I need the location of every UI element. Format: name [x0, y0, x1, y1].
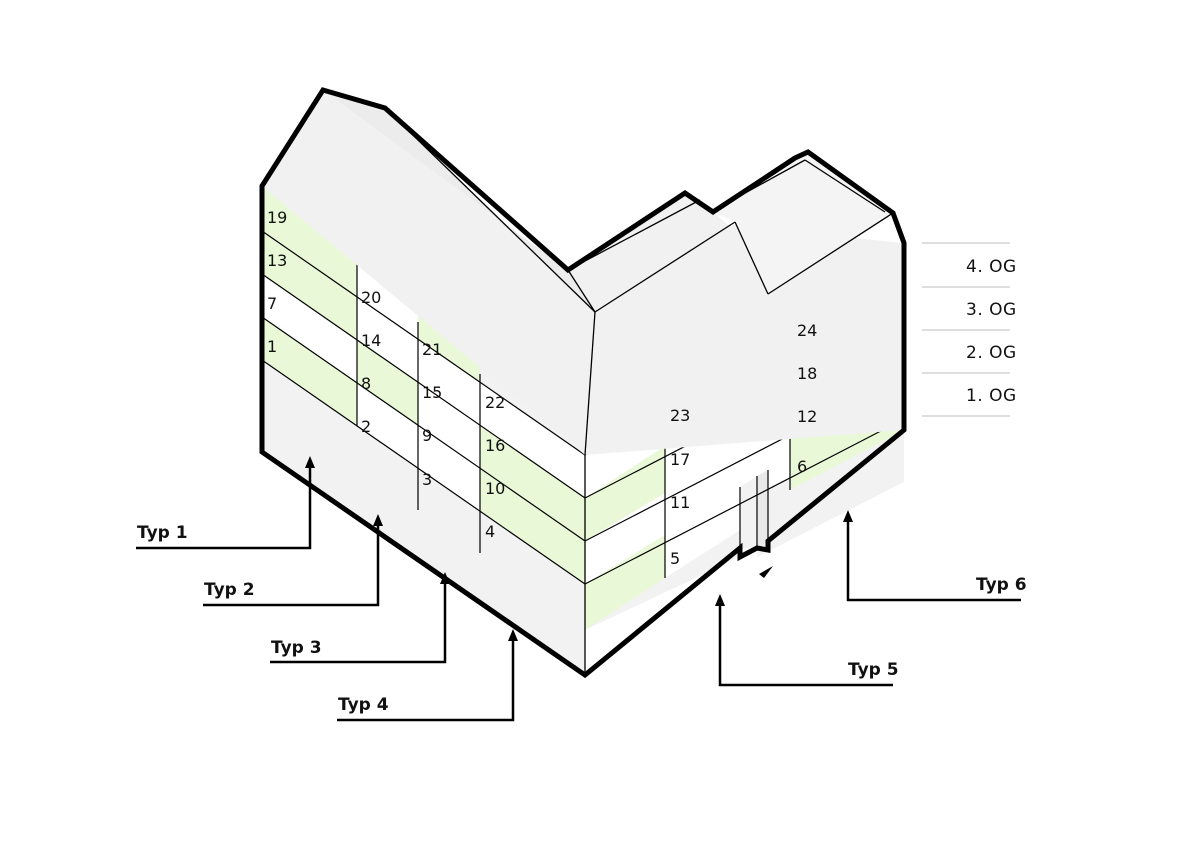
unit-label: 15: [422, 383, 442, 402]
typ-2-leader: [203, 520, 380, 607]
right-band-0og-c: [665, 487, 740, 578]
left-band-2og-a: [262, 274, 357, 383]
arrow-up-icon: [843, 510, 853, 522]
typ-3-label: Typ 3: [271, 638, 322, 658]
unit-label: 6: [797, 457, 807, 476]
typ-6-leader: [846, 516, 1021, 602]
unit-label: 3: [422, 470, 432, 489]
unit-label: 4: [485, 522, 495, 541]
left-band-2og-b: [357, 340, 418, 425]
roof-left-slope: [262, 90, 595, 455]
entrance-recess: [740, 476, 757, 548]
unit-label: 11: [670, 493, 690, 512]
unit-label: 18: [797, 364, 817, 383]
left-band-3og-b: [357, 297, 585, 498]
arrow-up-icon: [305, 456, 315, 468]
floor-label-4og: 4. OG: [966, 257, 1017, 277]
unit-label: 12: [797, 407, 817, 426]
left-facade-ground-floor: [262, 360, 585, 675]
unit-numbers: 19 13 7 1 20 14 8 2 21 15 9 3 22 16 10 4…: [267, 208, 817, 568]
type-callouts: [136, 462, 1021, 722]
unit-label: 8: [361, 374, 371, 393]
unit-label: 17: [670, 450, 690, 469]
floor-label-2og: 2. OG: [966, 343, 1017, 363]
unit-label: 16: [485, 436, 505, 455]
right-band-0og-a: [790, 419, 904, 490]
unit-label: 5: [670, 549, 680, 568]
typ-4-leader: [337, 635, 515, 722]
unit-label: 24: [797, 321, 817, 340]
roof: [262, 90, 904, 456]
left-band-3og-a: [262, 231, 357, 340]
typ-5-label: Typ 5: [848, 660, 899, 680]
left-band-1og-c: [480, 468, 585, 584]
type-arrowheads: [305, 456, 853, 641]
unit-label: 2: [361, 417, 371, 436]
typ-1-label: Typ 1: [137, 523, 188, 543]
left-band-2og-c: [418, 382, 480, 468]
right-band-1og-b: [585, 493, 665, 584]
unit-label: 14: [361, 331, 381, 350]
left-band-4og-a: [262, 186, 357, 297]
floor-label-1og: 1. OG: [966, 386, 1017, 406]
typ-1-leader: [136, 462, 312, 550]
arrow-up-icon: [440, 572, 450, 584]
entrance-recess-side: [757, 470, 768, 548]
unit-label: 21: [422, 340, 442, 359]
floor-legend: [922, 242, 1010, 417]
unit-label: 1: [267, 337, 277, 356]
left-band-1og-a: [262, 317, 357, 426]
unit-label: 19: [267, 208, 287, 227]
typ-2-label: Typ 2: [204, 580, 255, 600]
arrow-up-icon: [508, 629, 518, 641]
left-band-2og-d: [480, 425, 585, 541]
unit-label: 22: [485, 393, 505, 412]
building-outline: [259, 87, 907, 679]
typ-4-label: Typ 4: [338, 695, 389, 715]
typ-3-leader: [270, 578, 447, 664]
floor-label-3og: 3. OG: [966, 300, 1017, 320]
right-band-0og-b: [585, 535, 665, 630]
unit-label: 20: [361, 288, 381, 307]
unit-label: 7: [267, 294, 277, 313]
arrow-up-icon: [373, 514, 383, 526]
unit-label: 10: [485, 479, 505, 498]
typ-5-leader: [718, 600, 893, 687]
right-band-2og-b: [585, 446, 665, 541]
unit-label: 23: [670, 406, 690, 425]
typ-6-label: Typ 6: [976, 575, 1027, 595]
unit-label: 13: [267, 251, 287, 270]
unit-label: 9: [422, 426, 432, 445]
arrow-up-icon: [715, 594, 725, 606]
entrance-arrow-icon: [759, 566, 773, 578]
